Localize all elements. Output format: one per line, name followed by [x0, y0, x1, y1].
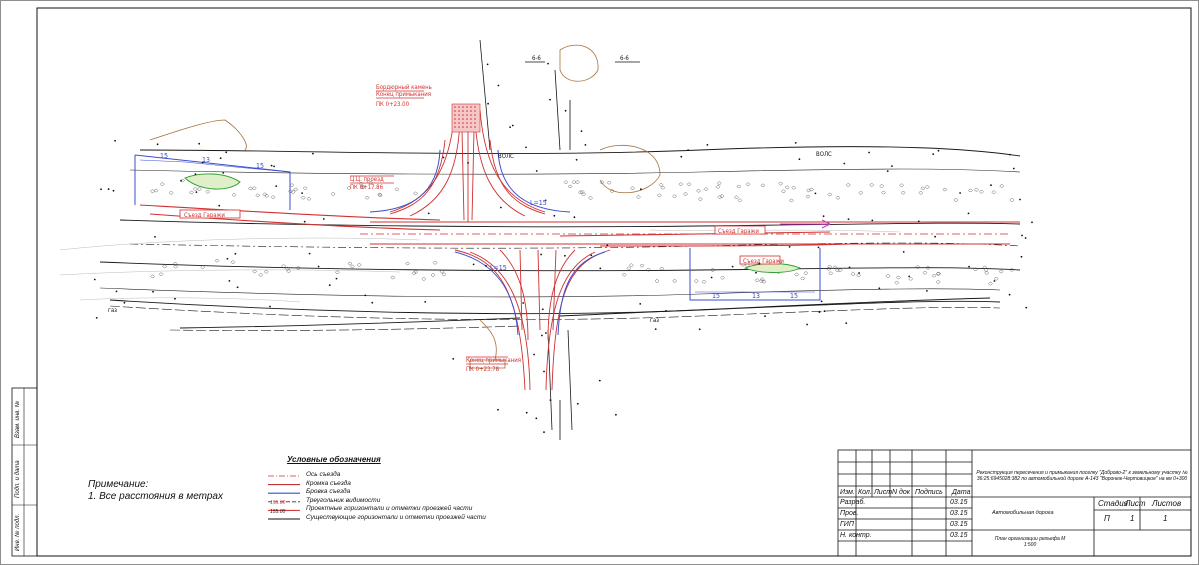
legend-item-label: Проектные горизонтали и отметки проезжей… — [306, 505, 473, 513]
label-pk-left: ПК 0+17.86 — [350, 184, 384, 191]
label-right-road: Съезд Гаражи — [718, 228, 759, 235]
label-gas-2: газ — [650, 317, 659, 324]
tb-section: Автомобильная дорога — [992, 510, 1054, 516]
top-junction-hatch — [451, 103, 481, 133]
tb-project: Реконструкция пересечения и примыкания п… — [976, 470, 1188, 482]
tb-sheets: 1 — [1163, 514, 1168, 523]
dim-right-2: 13 — [752, 292, 760, 300]
side-stamp-label-1: Инв. № подл. — [15, 513, 21, 551]
tb-header-podpis: Подпись — [915, 489, 943, 496]
dimension-lines — [139, 159, 815, 293]
label-pk-bottom: ПК 0+23.78 — [466, 366, 500, 373]
title-block — [837, 449, 1192, 557]
dim-left-1: 15 — [160, 152, 168, 160]
section-lines — [525, 61, 640, 440]
dim-left-3: 15 — [256, 162, 264, 170]
tb-sheets-label: Листов — [1152, 499, 1182, 508]
tb-role-1: Разраб. — [840, 499, 866, 506]
side-stamp — [11, 387, 38, 557]
label-kromka-top: Бордюрный камень — [376, 84, 432, 91]
label-right-road-2: Съезд Гаражи — [743, 258, 784, 265]
tb-header-ndok: N док — [892, 489, 911, 496]
dim-right-3: 15 — [790, 292, 798, 300]
shoulder-shrubs — [150, 175, 1050, 201]
inner-frame — [36, 7, 1192, 557]
legend-item-label: Бровка съезда — [306, 488, 351, 496]
callouts — [179, 90, 781, 365]
legend-samples — [268, 475, 300, 520]
tb-stage: П — [1104, 514, 1110, 523]
terrain-features — [149, 44, 661, 369]
direction-arrow — [780, 219, 831, 229]
tb-sheet: 1 — [1130, 514, 1135, 523]
tb-header-izm: Изм. — [840, 489, 855, 496]
side-stamp-label-2: Подп. и дата — [15, 460, 21, 498]
legend-item-label: Существующие горизонтали и отметки проез… — [306, 514, 486, 521]
existing-road-centerline — [129, 242, 1021, 249]
tb-date-3: 03.15 — [950, 521, 968, 528]
notes-item: 1. Все расстояния в метрах — [88, 491, 223, 502]
dim-right-1: 15 — [712, 292, 720, 300]
traffic-islands — [184, 173, 802, 273]
label-pk-bottom-title: Конец примыкания — [466, 357, 521, 364]
label-pk-top: ПК 0+23.00 — [376, 101, 410, 108]
tb-role-2: Пров. — [840, 510, 859, 517]
tb-date-1: 03.15 — [950, 499, 968, 506]
legend-title: Условные обозначения — [287, 455, 381, 464]
label-left-road: Съезд Гаражи — [184, 212, 225, 219]
elevation-points — [93, 62, 1033, 433]
legend-item-label: Кромка съезда — [306, 479, 351, 487]
label-vols: ВОЛС — [498, 153, 514, 160]
tb-stage-label: Стадия — [1098, 499, 1128, 508]
tb-header-kol: Кол. — [858, 489, 872, 496]
tb-header-list: Лист — [874, 489, 893, 496]
dim-left-2: 13 — [202, 156, 210, 164]
tb-sheet-title: План организации рельефа М 1:500 — [994, 536, 1066, 548]
bottom-junction — [454, 249, 611, 391]
side-stamp-label-3: Взам. инв. № — [15, 400, 21, 438]
dim-l15-bottom: L=15 — [490, 264, 507, 272]
label-vols-2: ВОЛС — [816, 151, 832, 158]
dim-l15-top: L=15 — [530, 199, 547, 207]
tb-role-4: Н. контр. — [840, 532, 872, 539]
label-section-b: 6-6 — [620, 55, 629, 62]
label-pk-left-title: Ц.Ц. проезд — [350, 176, 384, 183]
legend-sample-value: 155.00 — [270, 500, 286, 507]
legend-item-label: Треугольник видимости — [306, 496, 381, 504]
notes-title: Примечание: — [88, 479, 149, 490]
label-gas: газ — [108, 307, 117, 314]
legend-sample-value: 155.00 — [270, 509, 286, 515]
existing-road-edges — [99, 146, 1021, 329]
tb-sheet-label: Лист — [1125, 499, 1146, 508]
hatch-dots — [454, 106, 476, 128]
gas-pipeline — [109, 305, 1001, 331]
tb-role-3: ГИП — [840, 521, 854, 528]
legend-item-label: Ось съезда — [306, 471, 341, 478]
label-section-a: 6-6 — [532, 55, 541, 62]
tb-date-2: 03.15 — [950, 510, 968, 517]
project-road-edges — [139, 204, 1020, 247]
dimension-text: 15 13 15 15 13 15 L=15 L=15 — [160, 152, 798, 300]
ditch-lines — [99, 168, 1021, 298]
tb-date-4: 03.15 — [950, 532, 968, 539]
tb-header-data: Дата — [952, 489, 971, 496]
shrub-symbols — [150, 178, 1015, 286]
label-end-top: Конец примыкания — [376, 91, 431, 98]
plan-text: Бордюрный камень Конец примыкания ПК 0+2… — [184, 84, 784, 373]
plan-black-text: ВОЛС ВОЛС газ газ 6-6 6-6 — [108, 55, 832, 324]
